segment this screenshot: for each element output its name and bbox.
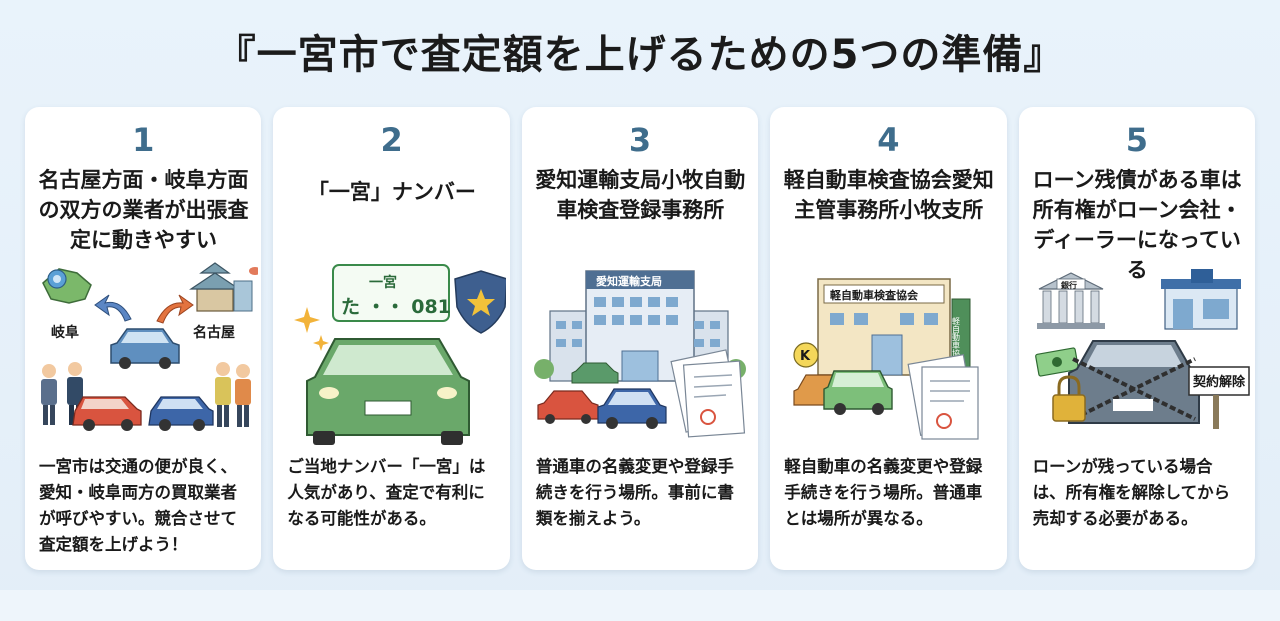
document-icon (670, 349, 745, 438)
card-number: 1 (132, 121, 155, 159)
chained-car-icon (1067, 340, 1200, 424)
card-5: 5 ローン残債がある車は所有権がローン会社・ディーラーになっている 銀行 (1018, 107, 1256, 570)
building-sign: 軽自動車検査協会 (830, 288, 919, 302)
card-heading: 名古屋方面・岐阜方面の双方の業者が出張査定に動きやすい (38, 168, 249, 252)
card-number: 5 (1125, 121, 1148, 159)
side-sign: 軽自動車協 (952, 317, 961, 358)
shield-icon (454, 270, 507, 334)
card-number: 4 (877, 121, 900, 159)
document-icon (907, 353, 979, 440)
card-heading: 「一宮」ナンバー (307, 180, 476, 204)
card-1: 1 名古屋方面・岐阜方面の双方の業者が出張査定に動きやすい 岐阜 名古屋 (25, 107, 262, 570)
bottom-band (0, 590, 1280, 621)
plate-bottom-text: た ・・ 081 (341, 296, 451, 318)
gifu-label: 岐阜 (51, 324, 79, 341)
arrow-right-icon (156, 294, 194, 324)
gifu-map-icon (42, 268, 92, 304)
card-number: 3 (628, 121, 652, 159)
card-heading: 軽自動車検査協会愛知主管事務所小牧支所 (783, 168, 994, 222)
cards-row: 1 名古屋方面・岐阜方面の双方の業者が出張査定に動きやすい 岐阜 名古屋 (25, 107, 1256, 570)
card-2: 2 「一宮」ナンバー 一宮 た ・・ 081 (273, 107, 510, 570)
card-number: 2 (380, 121, 403, 159)
card-body: 一宮市は交通の便が良く、愛知・岐阜両方の買取業者が呼びやすい。競合させて査定額を… (39, 457, 237, 554)
plate-top-text: 一宮 (369, 274, 397, 291)
card-heading: ローン残債がある車は所有権がローン会社・ディーラーになっている (1032, 168, 1242, 282)
card-1-illustration: 岐阜 名古屋 (41, 262, 258, 431)
page-title: 『一宮市で査定額を上げるための5つの準備』 (215, 32, 1065, 78)
bank-icon: 銀行 (1036, 272, 1105, 329)
parked-cars-icon (537, 362, 667, 429)
card-body: ローンが残っている場合は、所有権を解除してから売却する必要がある。 (1032, 457, 1231, 528)
card-body: 軽自動車の名義変更や登録手続きを行う場所。普通車とは場所が異なる。 (784, 457, 983, 528)
building-sign: 愛知運輸支局 (596, 274, 662, 288)
right-dealers-icon (148, 362, 251, 431)
card-heading: 愛知運輸支局小牧自動車検査登録事務所 (535, 168, 746, 222)
center-car-icon (110, 328, 180, 369)
card-5-illustration: 銀行 (1034, 269, 1250, 429)
contract-cancel-sign: 契約解除 (1187, 366, 1250, 429)
green-car-icon (306, 338, 471, 445)
dealer-shop-icon (1160, 269, 1241, 330)
bank-label: 銀行 (1060, 280, 1077, 290)
card-4-illustration: 軽自動車検査協会 軽自動車協 K (793, 278, 979, 440)
contract-cancel-label: 契約解除 (1192, 374, 1246, 390)
license-plate: 一宮 た ・・ 081 (332, 264, 451, 322)
arrow-left-icon (94, 294, 132, 322)
card-body: 普通車の名義変更や登録手続きを行う場所。事前に書類を揃えよう。 (535, 457, 734, 528)
kei-badge-icon: K (793, 342, 819, 368)
left-dealers-icon (41, 362, 142, 431)
money-icon (1034, 347, 1079, 377)
kei-office-building-icon: 軽自動車検査協会 軽自動車協 (817, 278, 971, 376)
sparkle-icon (313, 335, 330, 351)
card-3-illustration: 愛知運輸支局 (533, 270, 746, 438)
card-3: 3 愛知運輸支局小牧自動車検査登録事務所 愛知運輸支局 (521, 107, 759, 570)
card-4: 4 軽自動車検査協会愛知主管事務所小牧支所 軽自動車検査協会 軽自動車協 K (770, 107, 1007, 570)
sparkle-icon (294, 307, 321, 333)
nagoya-castle-icon (189, 262, 258, 312)
kei-badge-text: K (800, 349, 811, 364)
padlock-icon (1051, 375, 1086, 422)
kei-cars-icon (793, 370, 893, 415)
card-2-illustration: 一宮 た ・・ 081 (294, 264, 507, 445)
card-body: ご当地ナンバー「一宮」は人気があり、査定で有利になる可能性がある。 (287, 457, 486, 528)
nagoya-label: 名古屋 (193, 324, 235, 341)
